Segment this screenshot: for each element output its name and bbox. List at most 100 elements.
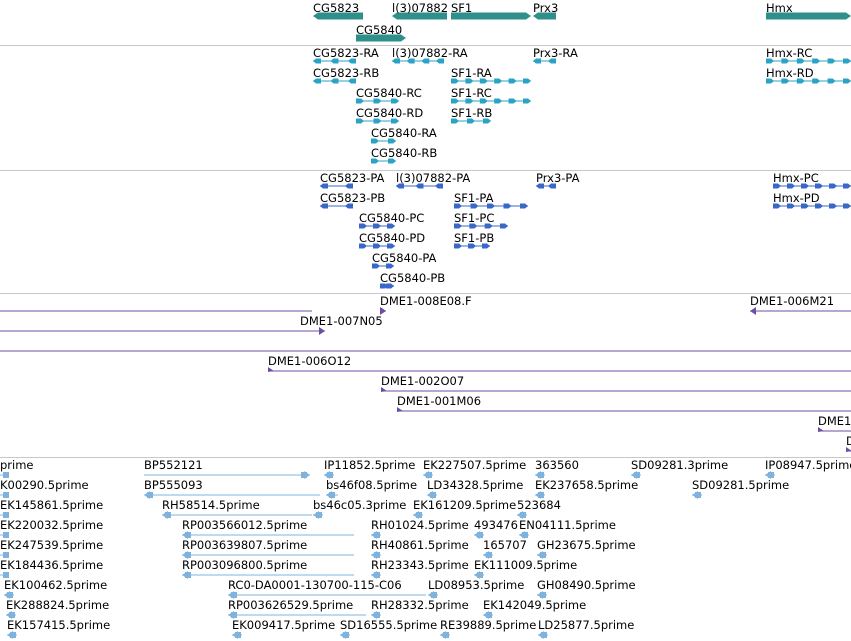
est-block [301, 472, 307, 478]
exon-block [773, 183, 781, 189]
transcripts-feature-sf1-rc[interactable]: SF1-RC [451, 86, 531, 104]
ests-feature-sd16555-5prime[interactable]: SD16555.5prime [340, 618, 437, 639]
proteins-feature-hmx-pc[interactable]: Hmx-PC [773, 171, 851, 189]
ests-feature-gh23675-5prime[interactable]: GH23675.5prime [537, 538, 636, 559]
transcripts-feature-hmx-rc[interactable]: Hmx-RC [766, 46, 851, 64]
ests-feature-k00290-5prime[interactable]: K00290.5prime [0, 478, 89, 498]
ests-feature-ek237658-5prime[interactable]: EK237658.5prime [535, 478, 638, 499]
genes-feature-sf1[interactable]: SF1 [451, 1, 531, 20]
ests-feature-rp003096800-5prime[interactable]: RP003096800.5prime [182, 558, 354, 579]
transcripts-feature-hmx-rd[interactable]: Hmx-RD [766, 66, 851, 84]
genes-feature-cg5840[interactable]: CG5840 [356, 23, 406, 42]
ests-feature-363560[interactable]: 363560 [535, 458, 579, 479]
transcripts-feature-l-3-07882-ra[interactable]: l(3)07882-RA [392, 46, 468, 64]
est-block [231, 592, 237, 598]
ests-feature-ek247539-5prime[interactable]: EK247539.5prime [0, 538, 103, 558]
feature-label: CG5840-PA [372, 251, 437, 265]
ests-feature-ld34328-5prime[interactable]: LD34328.5prime [427, 478, 523, 499]
proteins-feature-prx3-pa[interactable]: Prx3-PA [536, 171, 580, 189]
ests-feature-rh23343-5prime[interactable]: RH23343.5prime [371, 558, 469, 579]
clones-feature-dme1-002o07[interactable]: DME1-002O07 [381, 374, 851, 392]
ests-feature-gh08490-5prime[interactable]: GH08490.5prime [537, 578, 636, 599]
ests-feature-rh40861-5prime[interactable]: RH40861.5prime [371, 538, 469, 559]
ests-feature-ek100462-5prime[interactable]: EK100462.5prime [4, 578, 107, 599]
ests-feature-ek142049-5prime[interactable]: EK142049.5prime [483, 598, 586, 619]
transcripts-feature-prx3-ra[interactable]: Prx3-RA [533, 46, 578, 64]
clones-feature-dme1-008e08-f[interactable]: DME1-008E08.F [380, 294, 472, 315]
ests-feature-rp003566012-5prime[interactable]: RP003566012.5prime [182, 518, 354, 539]
ests-feature-rp003639807-5prime[interactable]: RP003639807.5prime [182, 538, 354, 559]
clones-feature-dme1-007n05[interactable]: DME1-007N05 [0, 314, 383, 335]
ests-feature-165707[interactable]: 165707 [483, 538, 527, 559]
ests-feature-sd09281-3prime[interactable]: SD09281.3prime [631, 458, 728, 479]
ests-feature-ek161209-5prime[interactable]: EK161209.5prime [413, 498, 516, 519]
genes-feature-hmx[interactable]: Hmx [766, 1, 851, 20]
transcripts-feature-cg5840-rc[interactable]: CG5840-RC [356, 86, 422, 104]
ests-feature-bp552121[interactable]: BP552121 [144, 458, 310, 479]
transcripts-feature-cg5840-rd[interactable]: CG5840-RD [356, 106, 423, 124]
clones-feature-dme1[interactable]: DME1 [818, 414, 851, 432]
proteins-feature-sf1-pb[interactable]: SF1-PB [454, 231, 494, 249]
track-proteins: CG5823-PA l(3)07882-PA Prx3-PA Hmx-PC CG5823… [0, 170, 851, 289]
ests-feature-prime[interactable]: prime [0, 458, 34, 478]
genes-feature-cg5823[interactable]: CG5823 [313, 1, 363, 20]
proteins-feature-sf1-pc[interactable]: SF1-PC [454, 211, 508, 229]
exon-block [391, 118, 399, 124]
proteins-feature-l-3-07882-pa[interactable]: l(3)07882-PA [396, 171, 470, 189]
est-block [316, 512, 322, 518]
gene-glyph [451, 12, 531, 20]
feature-label: CG5840 [356, 23, 402, 37]
ests-feature-ip08947-5prime[interactable]: IP08947.5prime [765, 458, 851, 479]
ests-feature-523684[interactable]: 523684 [517, 498, 561, 519]
exon-block [787, 203, 795, 209]
ests-feature-sd09281-5prime[interactable]: SD09281.5prime [692, 478, 789, 499]
proteins-feature-hmx-pd[interactable]: Hmx-PD [773, 191, 851, 209]
ests-feature-ip11852-5prime[interactable]: IP11852.5prime [324, 458, 415, 479]
ests-feature-ek184436-5prime[interactable]: EK184436.5prime [0, 558, 103, 578]
proteins-feature-cg5840-pb[interactable]: CG5840-PB [380, 271, 445, 289]
proteins-feature-sf1-pa[interactable]: SF1-PA [454, 191, 528, 209]
genes-feature-prx3[interactable]: Prx3 [533, 1, 558, 20]
ests-feature-493476[interactable]: 493476 [474, 518, 518, 539]
proteins-feature-cg5823-pa[interactable]: CG5823-PA [320, 171, 385, 189]
feature-label: DME1-001M06 [397, 394, 481, 408]
clones-feature-d[interactable]: D [846, 434, 851, 452]
ests-feature-ek145861-5prime[interactable]: EK145861.5prime [0, 498, 103, 518]
transcripts-feature-cg5840-ra[interactable]: CG5840-RA [371, 126, 437, 144]
ests-feature-ek220032-5prime[interactable]: EK220032.5prime [0, 518, 103, 538]
proteins-feature-cg5840-pa[interactable]: CG5840-PA [372, 251, 437, 269]
transcripts-feature-sf1-rb[interactable]: SF1-RB [451, 106, 492, 124]
proteins-feature-cg5840-pd[interactable]: CG5840-PD [359, 231, 425, 249]
transcripts-feature-cg5823-rb[interactable]: CG5823-RB [313, 66, 379, 84]
ests-feature-ld25877-5prime[interactable]: LD25877.5prime [538, 618, 634, 639]
transcripts-feature-cg5823-ra[interactable]: CG5823-RA [313, 46, 379, 64]
exon-block [484, 223, 493, 229]
ests-feature-ld08953-5prime[interactable]: LD08953.5prime [428, 578, 524, 599]
ests-feature-ek288824-5prime[interactable]: EK288824.5prime [6, 598, 109, 619]
feature-label: CG5823-PB [320, 191, 385, 205]
ests-feature-ek157415-5prime[interactable]: EK157415.5prime [7, 618, 110, 639]
clones-feature-dme1-006o12[interactable]: DME1-006O12 [268, 354, 851, 372]
exon-block [815, 183, 823, 189]
transcripts-feature-sf1-ra[interactable]: SF1-RA [451, 66, 531, 84]
clones-feature-dme1-001m06[interactable]: DME1-001M06 [397, 394, 851, 412]
ests-feature-rh58514-5prime[interactable]: RH58514.5prime [162, 498, 312, 519]
transcripts-feature-cg5840-rb[interactable]: CG5840-RB [371, 146, 437, 164]
ests-feature-re39889-5prime[interactable]: RE39889.5prime [440, 618, 536, 639]
ests-feature-ek009417-5prime[interactable]: EK009417.5prime [232, 618, 335, 639]
ests-feature-en04111-5prime[interactable]: EN04111.5prime [519, 518, 616, 539]
proteins-feature-cg5840-pc[interactable]: CG5840-PC [359, 211, 424, 229]
ests-feature-bs46c05-3prime[interactable]: bs46c05.3prime [313, 498, 406, 519]
ests-feature-rh01024-5prime[interactable]: RH01024.5prime [371, 518, 469, 539]
genes-feature-l-3-07882[interactable]: l(3)07882 [392, 1, 448, 20]
ests-feature-rc0-da0001-130700-115-c06[interactable]: RC0-DA0001-130700-115-C06 [228, 578, 426, 599]
ests-feature-rh28332-5prime[interactable]: RH28332.5prime [371, 598, 469, 619]
ests-feature-bp555093[interactable]: BP555093 [144, 478, 320, 499]
ests-feature-ek111009-5prime[interactable]: EK111009.5prime [474, 558, 577, 579]
ests-feature-bs46f08-5prime[interactable]: bs46f08.5prime [326, 478, 417, 499]
ests-feature-ek227507-5prime[interactable]: EK227507.5prime [423, 458, 526, 479]
clones-feature-dme1-006m21[interactable]: DME1-006M21 [750, 294, 851, 315]
proteins-feature-cg5823-pb[interactable]: CG5823-PB [320, 191, 385, 209]
ests-feature-rp003626529-5prime[interactable]: RP003626529.5prime [228, 598, 366, 619]
feature-label: K00290.5prime [0, 478, 89, 492]
